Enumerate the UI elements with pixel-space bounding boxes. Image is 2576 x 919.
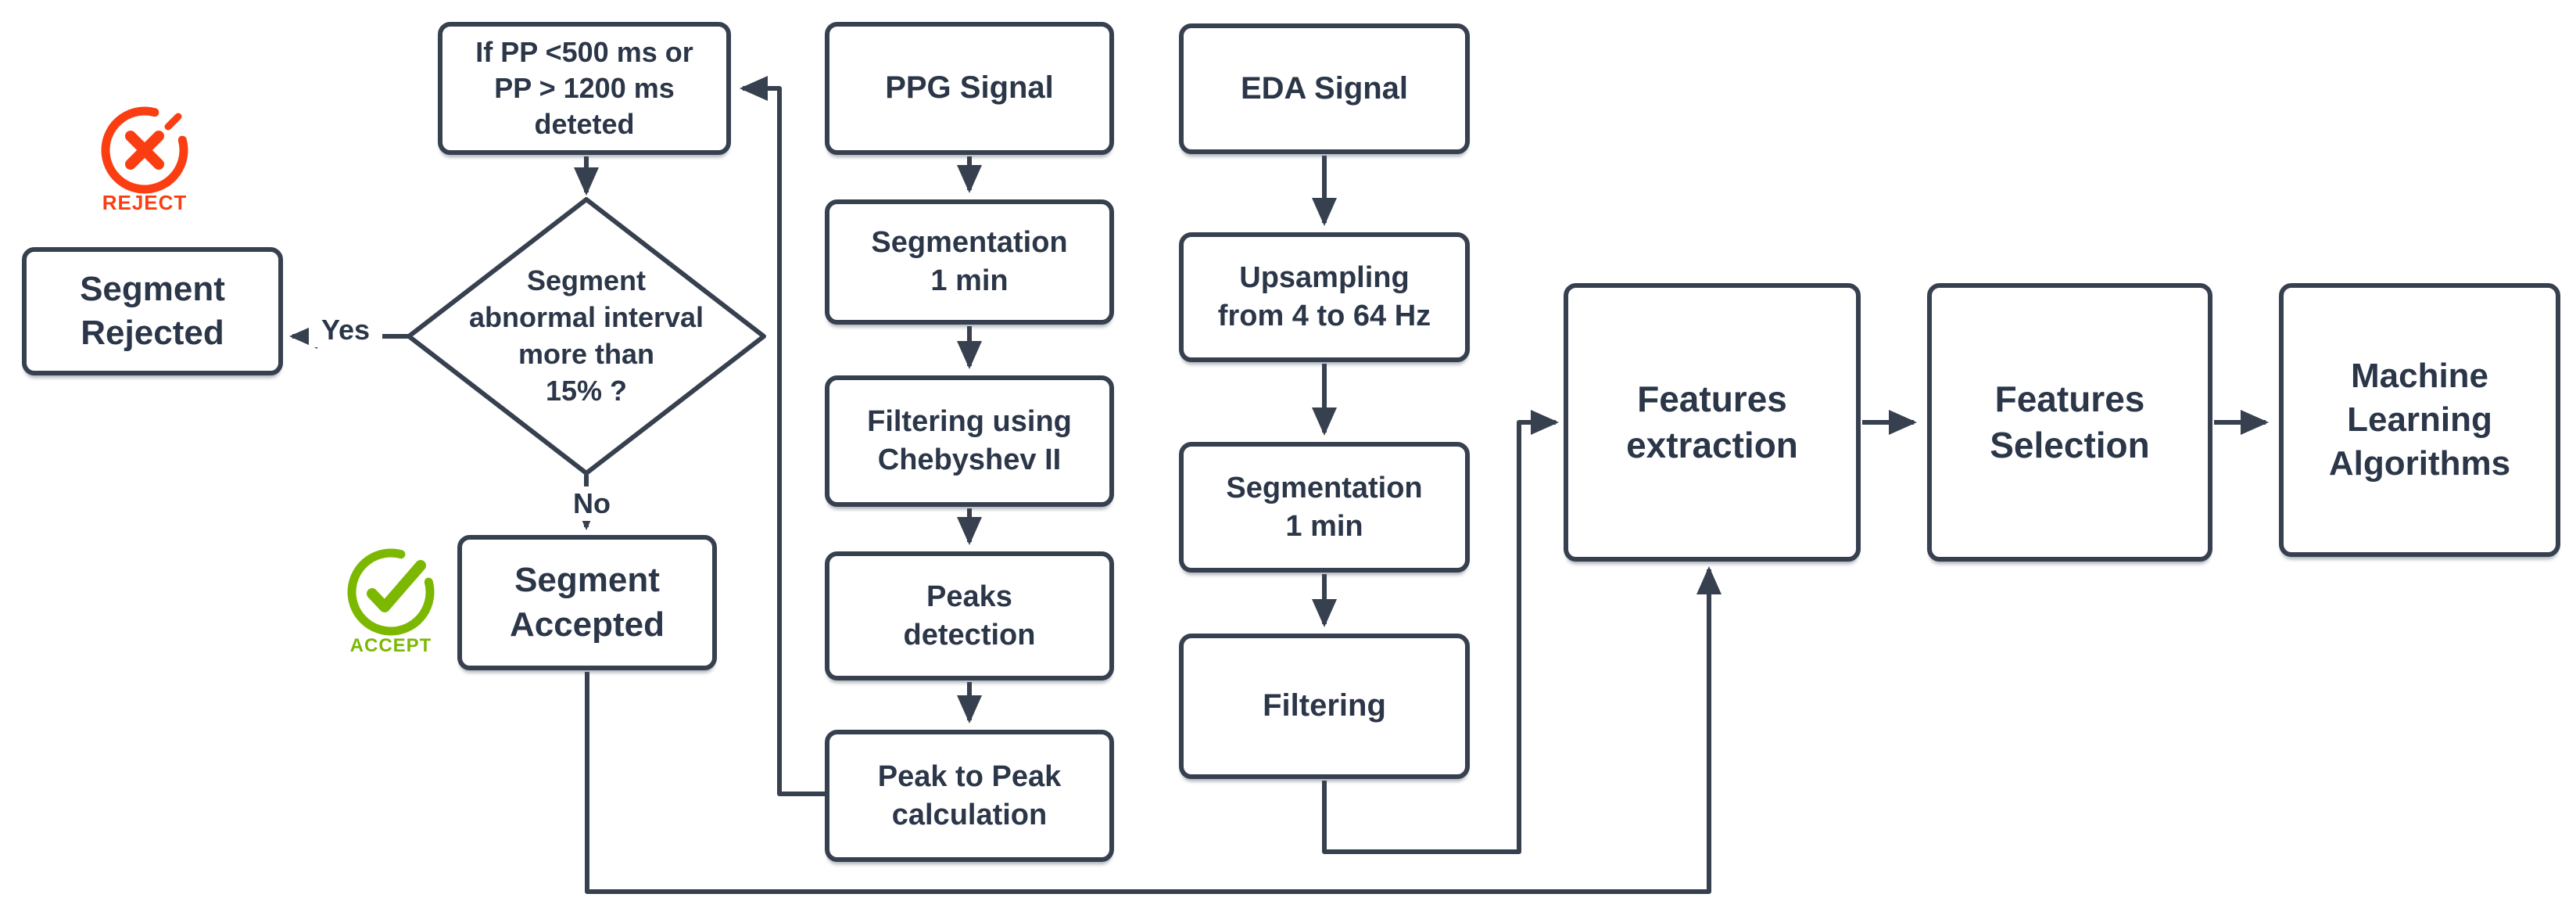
node-segment-rejected-label: Segment Rejected [80,269,225,352]
node-segment-rejected: Segment Rejected [22,247,283,375]
node-peak-to-peak-label: Peak to Peak calculation [877,759,1062,831]
decision-diamond-label: Segment abnormal interval more than 15% … [468,264,704,407]
node-ppg-signal-label: PPG Signal [885,70,1054,106]
reject-badge-label: REJECT [102,191,188,214]
connector-peaktopeak-to-ifpp [740,76,826,796]
node-peaks-detection: Peaks detection [825,551,1114,680]
edge-label-yes: Yes [309,313,382,347]
accept-badge-label: ACCEPT [349,635,432,656]
node-ml-algorithms-label: Machine Learning Algorithms [2328,356,2511,483]
node-ppg-filtering-label: Filtering using Chebyshev II [867,405,1072,476]
node-features-extraction: Features extraction [1564,283,1861,562]
decision-diamond-shape [407,197,766,476]
node-ppg-signal: PPG Signal [825,22,1114,155]
node-ml-algorithms: Machine Learning Algorithms [2279,283,2560,557]
node-peaks-detection-label: Peaks detection [903,580,1036,652]
node-eda-segmentation: Segmentation 1 min [1179,442,1470,573]
circle-check-icon [347,548,435,636]
node-features-selection: Features Selection [1927,283,2212,562]
node-eda-segmentation-label: Segmentation 1 min [1226,471,1423,543]
node-features-selection-label: Features Selection [1990,379,2150,465]
edge-label-no: No [559,486,625,521]
node-upsampling: Upsampling from 4 to 64 Hz [1179,232,1470,362]
node-eda-signal: EDA Signal [1179,23,1470,154]
node-eda-filtering-label: Filtering [1263,688,1386,723]
node-if-pp-condition-label: If PP <500 ms or PP > 1200 ms deteted [475,35,693,141]
node-peak-to-peak: Peak to Peak calculation [825,730,1114,862]
node-ppg-segmentation: Segmentation 1 min [825,199,1114,325]
node-segment-accepted-label: Segment Accepted [509,561,665,644]
node-ppg-segmentation-label: Segmentation 1 min [871,226,1068,297]
connector-accepted-to-features-extraction [585,566,1722,894]
node-upsampling-label: Upsampling from 4 to 64 Hz [1217,261,1431,332]
node-eda-signal-label: EDA Signal [1240,70,1409,106]
node-ppg-filtering: Filtering using Chebyshev II [825,375,1114,507]
node-features-extraction-label: Features extraction [1626,379,1798,465]
node-eda-filtering: Filtering [1179,634,1470,779]
circle-x-icon [101,106,188,194]
connector-edafiltering-to-features-extraction [1322,410,1559,854]
node-segment-accepted: Segment Accepted [457,535,717,670]
node-if-pp-condition: If PP <500 ms or PP > 1200 ms deteted [438,22,731,155]
